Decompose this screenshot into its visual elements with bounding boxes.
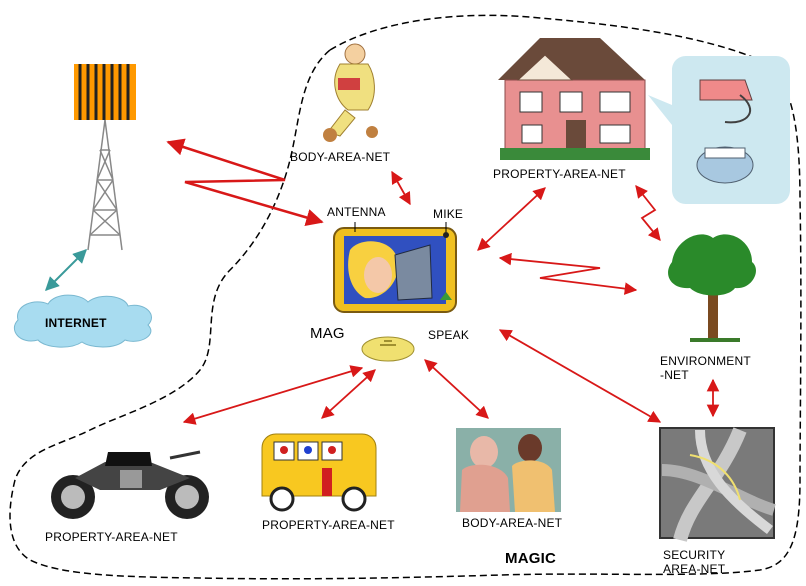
antenna-tower-icon (74, 64, 136, 251)
mag-label: MAG (310, 325, 345, 342)
antenna-label: ANTENNA (327, 205, 386, 219)
security-area-net-label-line1: SECURITY (663, 548, 726, 562)
house-icon (498, 38, 650, 160)
body-area-net-top-label: BODY-AREA-NET (290, 150, 391, 164)
internet-cloud-icon (13, 294, 152, 348)
property-area-net-bus-label: PROPERTY-AREA-NET (262, 518, 395, 532)
environment-net-label-line1: ENVIRONMENT (660, 354, 751, 368)
mag-to-tree (498, 252, 638, 295)
body-area-net-bottom-label: BODY-AREA-NET (462, 516, 563, 530)
medical-care-photo-icon (456, 428, 561, 512)
magic-label: MAGIC (505, 550, 556, 567)
cradle-to-photo (424, 359, 489, 419)
mag-cradle-icon (361, 336, 415, 362)
speak-label: SPEAK (428, 328, 470, 342)
internet-label: INTERNET (45, 316, 107, 330)
property-area-net-motorcycle-label: PROPERTY-AREA-NET (45, 530, 178, 544)
property-area-net-top-label: PROPERTY-AREA-NET (493, 167, 626, 181)
tower-to-internet-link (45, 249, 87, 291)
mag-to-security (498, 329, 662, 423)
cradle-to-motorcycle (182, 365, 364, 425)
appliances-bubble-icon (648, 56, 790, 204)
bus-icon (261, 433, 377, 512)
mag-device-icon (333, 227, 457, 313)
security-area-net-label-line2: AREA-NET (663, 562, 726, 576)
tree-icon (668, 234, 756, 342)
environment-net-label-line2: -NET (660, 368, 689, 382)
mag-to-house (477, 187, 546, 251)
house-to-tree (635, 185, 661, 241)
body-area-net-person-icon (323, 43, 378, 142)
tower-to-mag-link (166, 138, 324, 226)
mike-label: MIKE (433, 207, 464, 221)
cradle-to-bus (321, 369, 376, 419)
mag-to-body-area-top (391, 170, 411, 206)
highway-interchange-icon (659, 427, 776, 542)
motorcycle-icon (51, 450, 209, 519)
